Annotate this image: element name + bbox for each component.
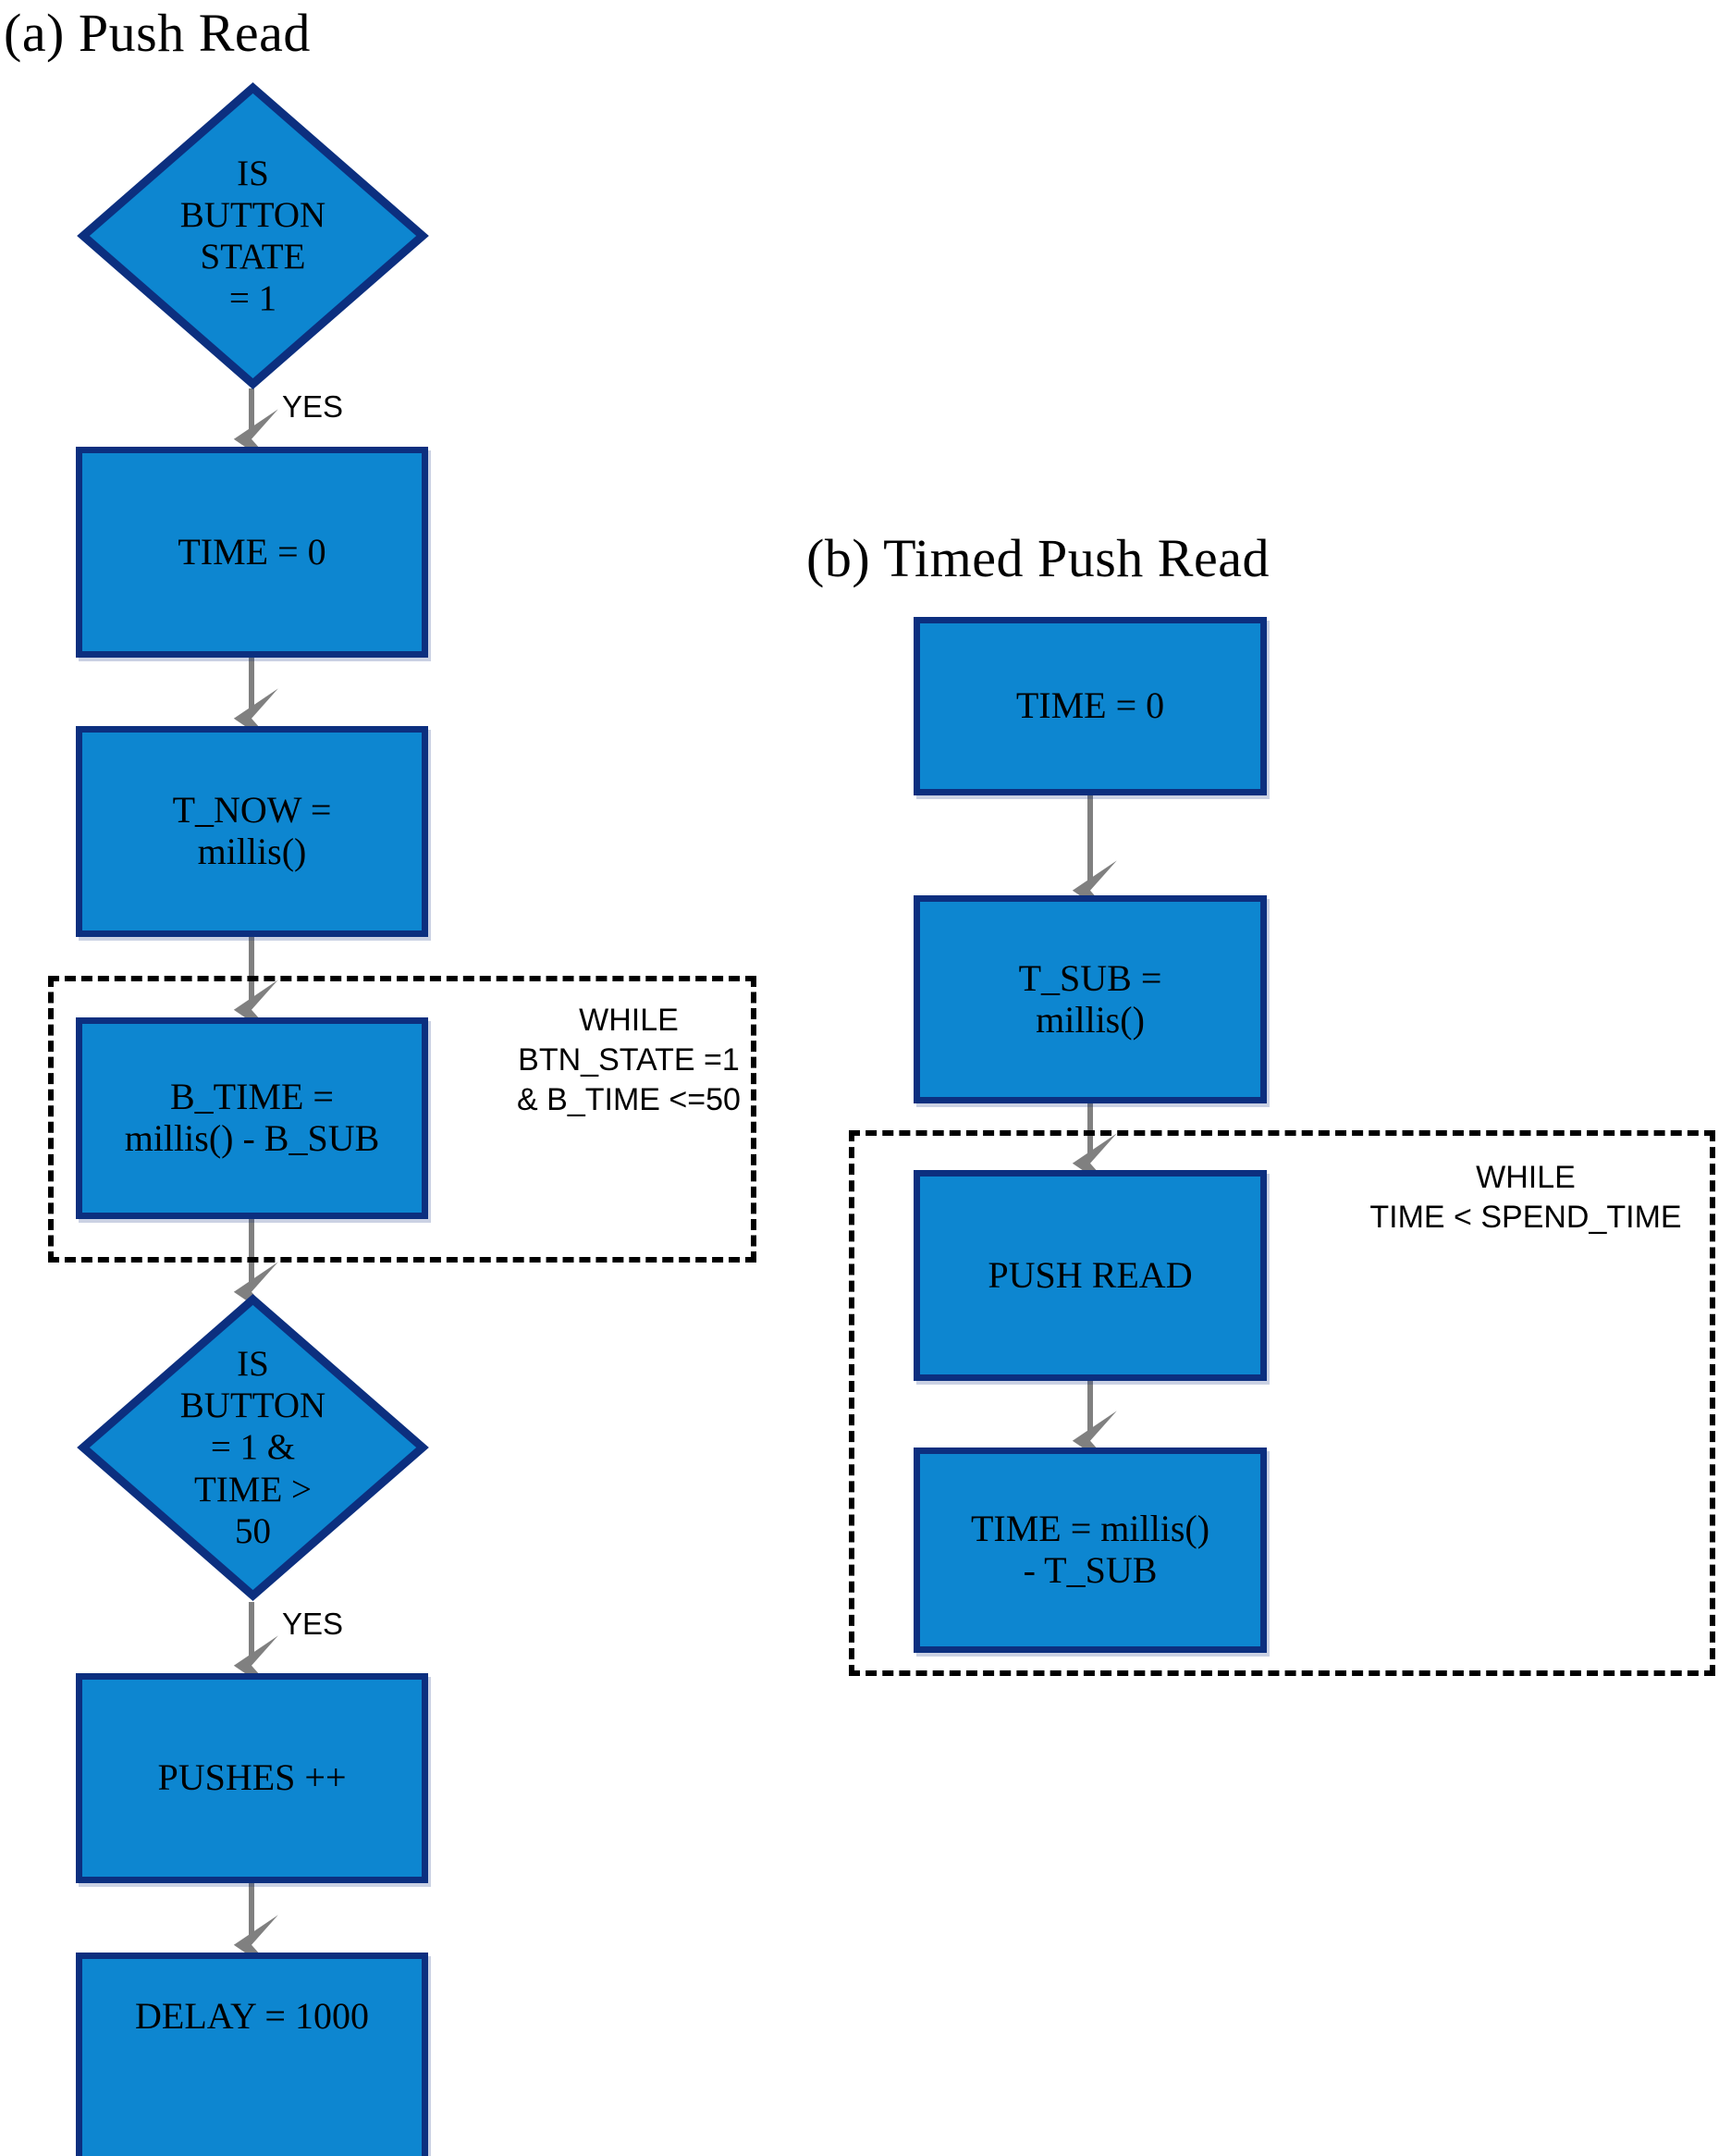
edge-label-yes-2: YES [282,1607,344,1641]
node-t-sub-label: T_SUB = millis() [1018,956,1162,1041]
node-b-time-label: B_TIME = millis() - B_SUB [124,1076,380,1159]
panel-a-title: (a) Push Read [4,3,311,63]
node-delay: DELAY = 1000 [76,1953,428,2156]
decision-is-button-and-time: IS BUTTON = 1 & TIME > 50 [77,1294,429,1601]
node-time-zero: TIME = 0 [76,447,428,658]
node-pushes-increment-label: PUSHES ++ [157,1756,347,1799]
node-t-sub: T_SUB = millis() [914,895,1267,1103]
edge-label-yes-1: YES [282,389,344,424]
node-delay-label: DELAY = 1000 [135,1995,369,2037]
while-loop-region-b [849,1130,1715,1676]
while-loop-region-a [48,976,756,1263]
node-time-calc: TIME = millis() - T_SUB [914,1448,1267,1653]
node-time-zero-b: TIME = 0 [914,617,1267,795]
node-pushes-increment: PUSHES ++ [76,1673,428,1883]
node-push-read-label: PUSH READ [988,1253,1193,1296]
node-time-zero-b-label: TIME = 0 [1015,684,1165,727]
node-b-time: B_TIME = millis() - B_SUB [76,1017,428,1219]
node-time-zero-label: TIME = 0 [178,530,326,573]
node-push-read: PUSH READ [914,1170,1267,1381]
node-t-now: T_NOW = millis() [76,726,428,937]
decision-is-button-state: IS BUTTON STATE = 1 [77,82,429,389]
node-time-calc-label: TIME = millis() - T_SUB [970,1508,1210,1591]
while-loop-label-b: WHILE TIME < SPEND_TIME [1369,1160,1682,1235]
while-loop-label-a: WHILE BTN_STATE =1 & B_TIME <=50 [517,1003,741,1117]
panel-b-title: (b) Timed Push Read [806,528,1270,588]
node-t-now-label: T_NOW = millis() [172,789,332,872]
